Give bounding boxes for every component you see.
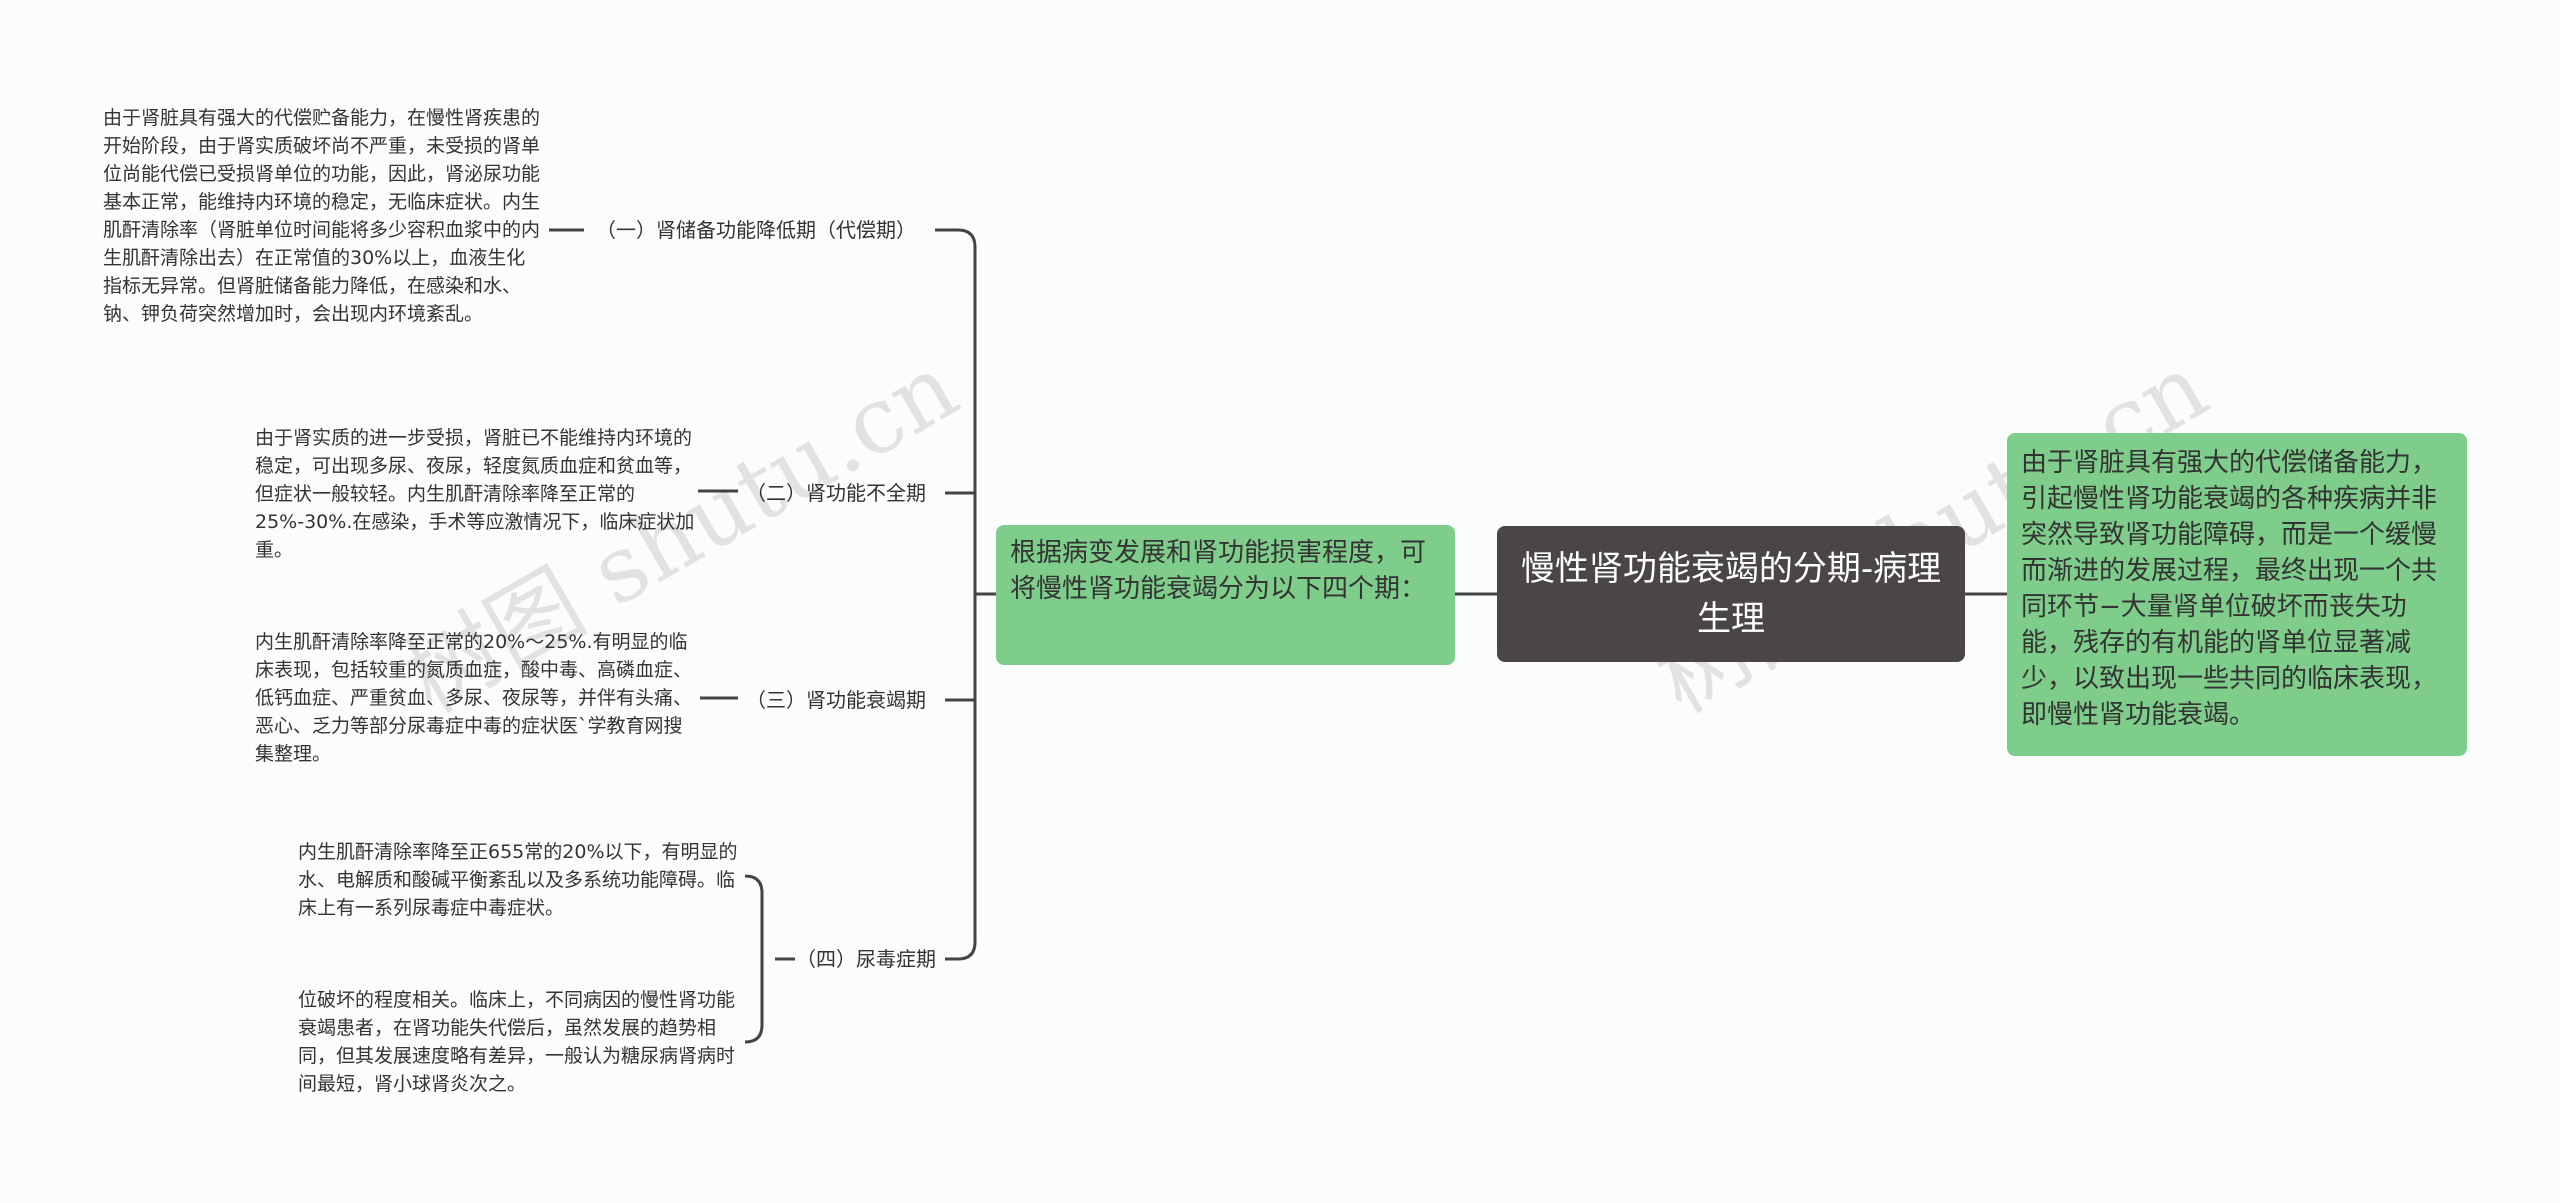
- right-topic[interactable]: 由于肾脏具有强大的代偿储备能力，引起慢性肾功能衰竭的各种疾病并非突然导致肾功能障…: [2007, 433, 2467, 756]
- leaf-4a[interactable]: 内生肌酐清除率降至正655常的20%以下，有明显的水、电解质和酸碱平衡紊乱以及多…: [298, 841, 738, 919]
- branch-3[interactable]: （三）肾功能衰竭期: [746, 688, 926, 712]
- branch-2[interactable]: （二）肾功能不全期: [746, 481, 926, 505]
- mid-topic-text: 根据病变发展和肾功能损害程度，可将慢性肾功能衰竭分为以下四个期：: [1010, 538, 1427, 604]
- right-topic-text: 由于肾脏具有强大的代偿储备能力，引起慢性肾功能衰竭的各种疾病并非突然导致肾功能障…: [2021, 448, 2438, 730]
- branch-4[interactable]: （四）尿毒症期: [796, 947, 936, 971]
- branch-1[interactable]: （一）肾储备功能降低期（代偿期）: [596, 218, 916, 242]
- mid-topic[interactable]: 根据病变发展和肾功能损害程度，可将慢性肾功能衰竭分为以下四个期：: [996, 525, 1455, 665]
- root-topic[interactable]: 慢性肾功能衰竭的分期-病理生理: [1497, 526, 1965, 662]
- leaf-4b[interactable]: 位破坏的程度相关。临床上，不同病因的慢性肾功能衰竭患者，在肾功能失代偿后，虽然发…: [298, 989, 736, 1095]
- leaf-1[interactable]: 由于肾脏具有强大的代偿贮备能力，在慢性肾疾患的开始阶段，由于肾实质破坏尚不严重，…: [103, 107, 541, 325]
- bracket-main: [957, 228, 977, 961]
- root-topic-text: 慢性肾功能衰竭的分期-病理生理: [1520, 549, 1942, 639]
- bracket-branch4: [744, 874, 795, 1044]
- leaf-2[interactable]: 由于肾实质的进一步受损，肾脏已不能维持内环境的稳定，可出现多尿、夜尿，轻度氮质血…: [255, 427, 695, 561]
- leaf-3[interactable]: 内生肌酐清除率降至正常的20%～25%.有明显的临床表现，包括较重的氮质血症，酸…: [255, 631, 693, 765]
